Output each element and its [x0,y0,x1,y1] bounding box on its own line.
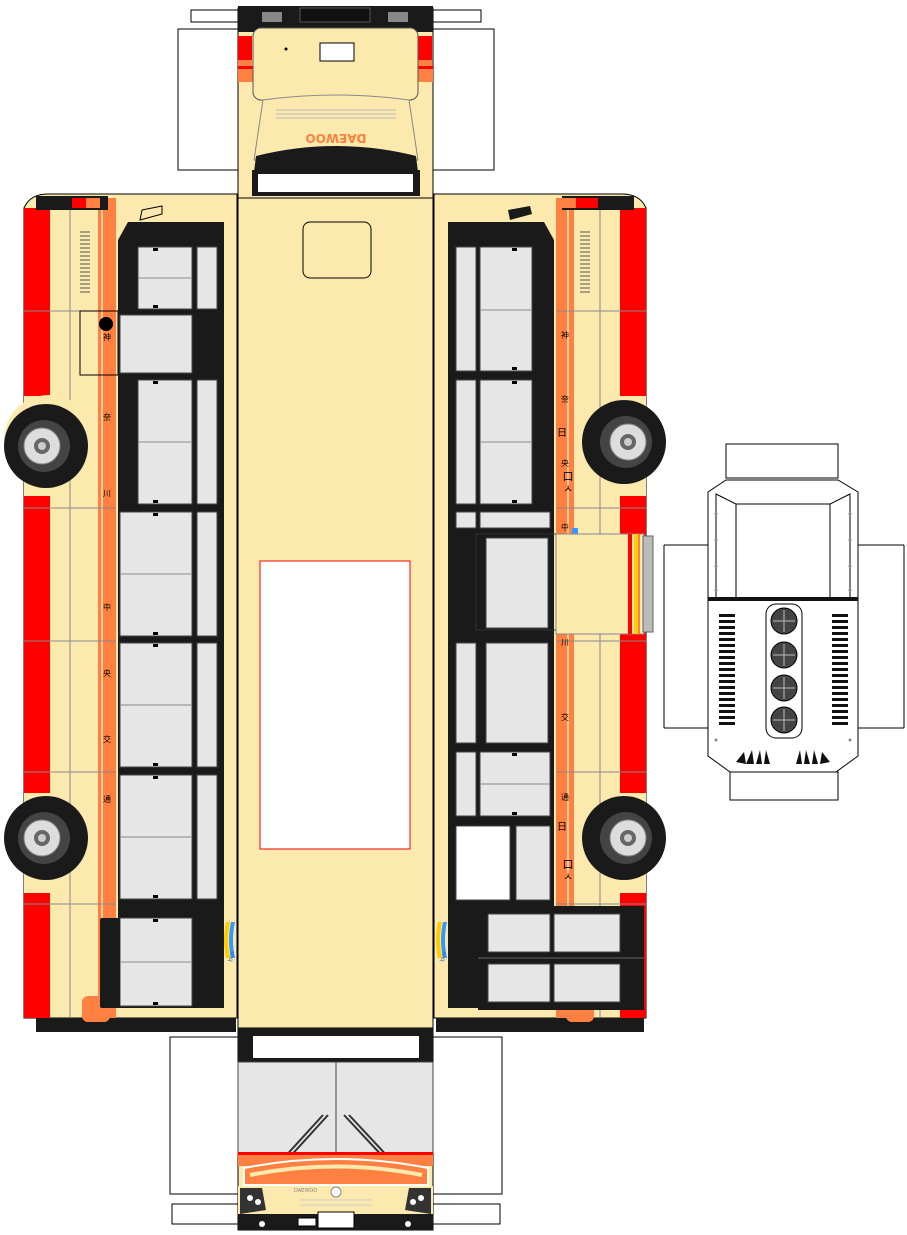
rear-brand-text: DAEWOO [305,131,366,145]
right-livery-char-1: 奈 [561,394,569,404]
right-livery-char-2: 川 [561,638,569,647]
front-panel: DAEWOO [237,1027,434,1231]
right-livery-char-5: 交 [561,712,569,722]
right-door [475,533,654,635]
right-livery-char-3: 中 [561,522,569,532]
left-livery-char-5: 交 [103,734,111,744]
left-red-stripe [24,208,50,1018]
left-livery-char-6: 通 [103,794,111,804]
right-rear-wheel [582,400,666,484]
left-livery-char-0: 神 [103,332,111,342]
right-livery-char-4: 央 [561,458,569,468]
svg-text:口: 口 [563,470,574,483]
svg-text:日: 日 [557,822,567,833]
svg-text:ㅅ: ㅅ [563,870,573,883]
roof-aircon-panel [259,560,411,850]
operator-logo-icon: bus [224,922,236,962]
left-livery-char-1: 奈 [103,412,111,422]
svg-text:bus: bus [227,951,236,963]
left-rear-wheel [4,395,94,488]
right-side-mark-lower: 日 口 ㅅ [557,822,574,883]
left-livery-char-3: 中 [103,602,111,612]
left-front-wheel [4,796,88,880]
aircon-fans [770,607,798,734]
right-rear-door [478,906,644,1010]
aircon-unit-net [663,443,905,801]
roof-panel [237,197,434,1029]
rear-panel: DAEWOO [237,6,434,199]
fuel-cap [99,317,113,331]
right-side-mark-upper: 日 口 ㅅ [557,428,574,495]
svg-text:口: 口 [563,858,574,871]
left-livery-char-2: 川 [103,489,111,498]
roof-hatch [302,221,372,279]
svg-text:ㅅ: ㅅ [563,482,573,495]
aircon-vents-left [719,614,735,725]
aircon-vents-right [832,614,848,725]
right-livery-char-6: 通 [561,792,569,802]
svg-text:bus: bus [439,951,448,963]
operator-logo-icon: bus [436,922,448,962]
left-side-panel: 神 奈 川 中 央 交 通 [4,193,238,1032]
right-front-wheel [582,796,666,880]
right-side-panel: 神 奈 川 中 央 交 通 日 口 ㅅ 日 口 ㅅ [433,193,666,1032]
front-brand-text: DAEWOO [294,1188,317,1194]
svg-text:日: 日 [557,428,567,439]
right-livery-char-0: 神 [561,330,569,340]
left-livery-char-4: 央 [103,668,111,678]
